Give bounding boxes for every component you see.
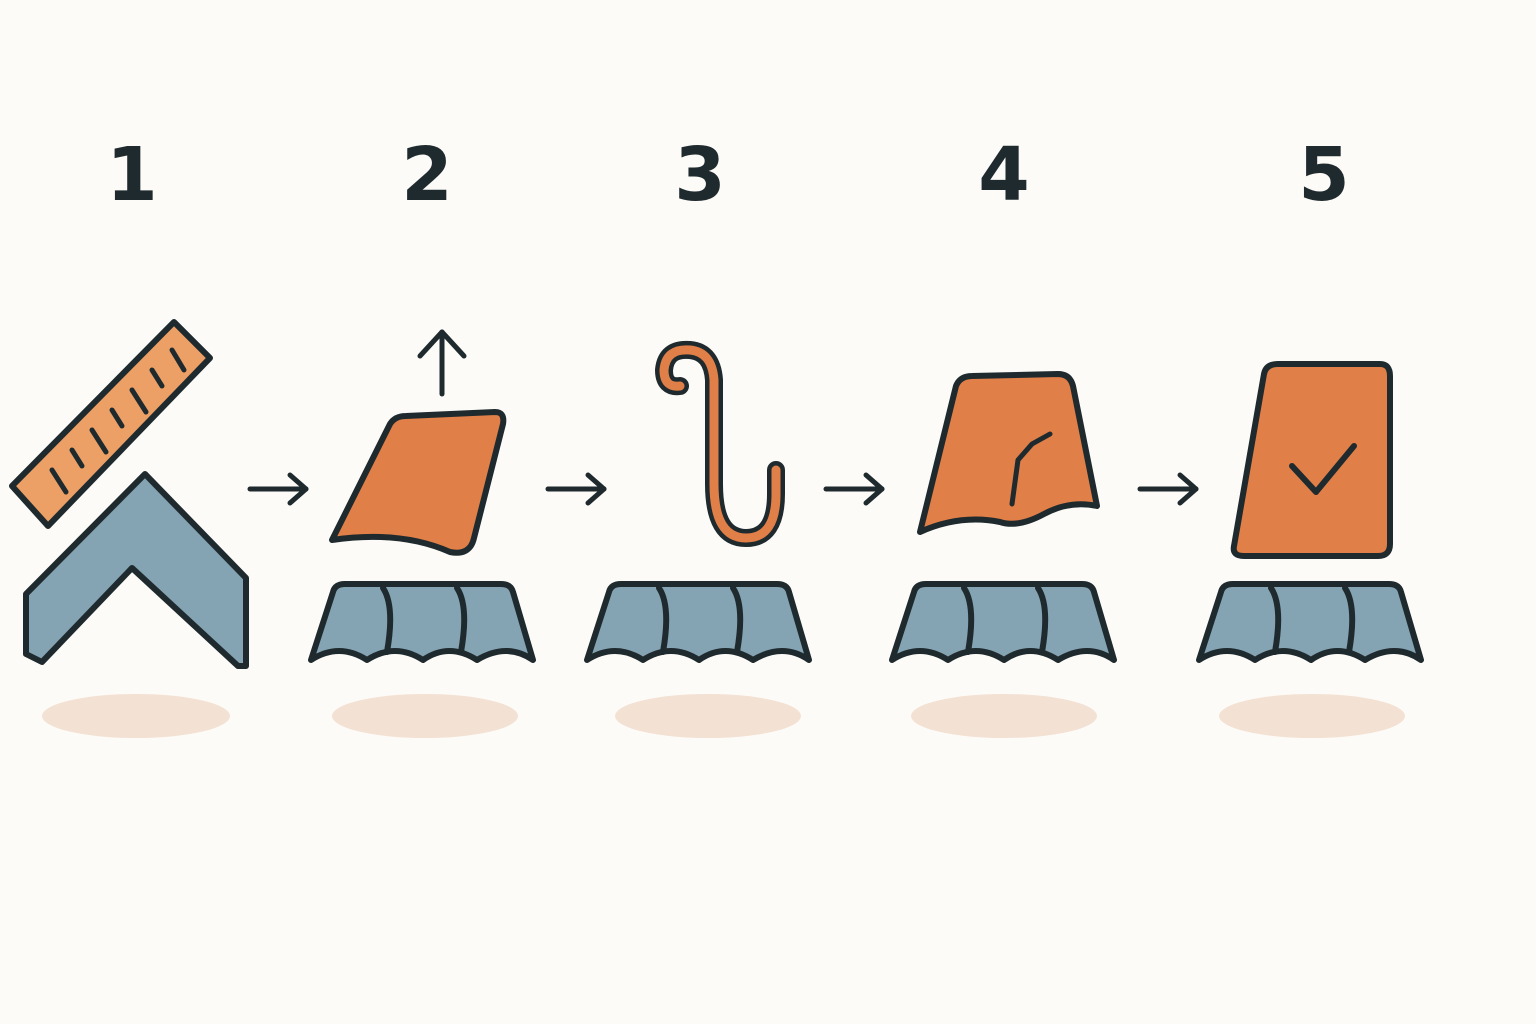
ground-shadow-5 [1219,694,1405,738]
step-2-number: 2 [401,132,453,218]
ground-shadow-4 [911,694,1097,738]
roof-tiles-3 [587,584,809,660]
arrow-up-icon [417,329,467,397]
ground-shadow-1 [42,694,230,738]
roof-tiles-4 [892,584,1114,660]
checkmark-icon [1289,443,1357,495]
step-5-number: 5 [1298,132,1350,218]
hook-icon [655,340,785,547]
arrow-right-icon-4 [1140,475,1196,503]
step-3-number: 3 [674,132,726,218]
arrow-right-icon-2 [548,475,604,503]
arrow-right-icon-1 [250,475,306,503]
step-4-number: 4 [978,132,1030,218]
new-tile-icon [1230,361,1393,559]
roof-ridge-icon [23,471,249,669]
roof-tiles-2 [311,584,533,660]
roof-tiles-5 [1199,584,1421,660]
cracked-tile-icon [917,371,1100,535]
arrow-right-icon-3 [826,475,882,503]
ground-shadow-2 [332,694,518,738]
lifted-tile-icon [329,409,507,556]
ruler-icon [9,319,213,529]
step-1-number: 1 [106,132,158,218]
ground-shadow-3 [615,694,801,738]
